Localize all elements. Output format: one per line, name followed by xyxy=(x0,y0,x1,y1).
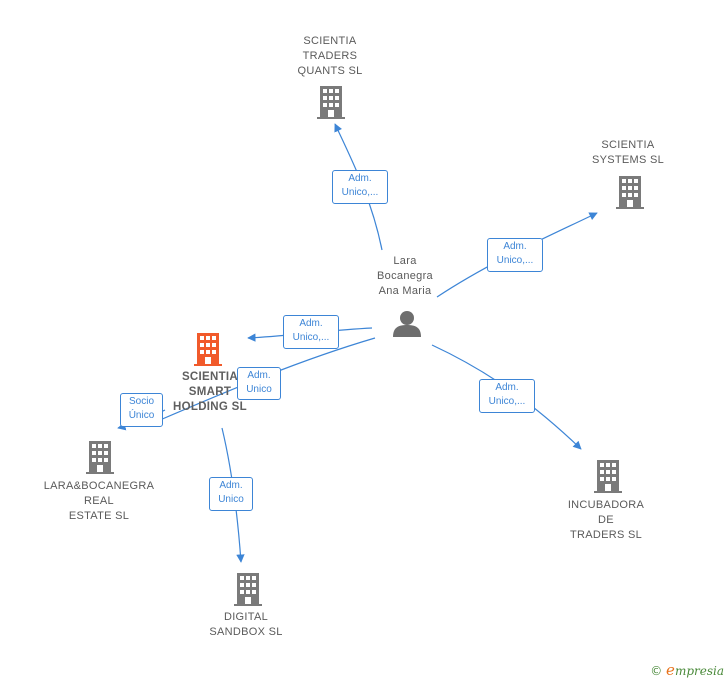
edge-label-to-quants[interactable]: Adm. Unico,... xyxy=(332,170,388,204)
scientia-traders-quants-building-icon[interactable] xyxy=(317,86,345,119)
lara-bocanegra-real-estate-building-icon[interactable] xyxy=(86,441,114,474)
node-label-lara-bocanegra-real-estate[interactable]: LARA&BOCANEGRA REAL ESTATE SL xyxy=(43,480,155,522)
digital-sandbox-building-icon[interactable] xyxy=(234,573,262,606)
brand-logo: © empresia xyxy=(650,661,724,679)
copyright-symbol: © xyxy=(650,664,663,678)
node-label-scientia-systems[interactable]: SCIENTIA SYSTEMS SL xyxy=(591,139,665,166)
node-label-scientia-smart-holding[interactable]: SCIENTIA SMART HOLDING SL xyxy=(173,371,247,413)
edge-label-holding-to-real-estate[interactable]: Adm. Unico xyxy=(237,367,281,400)
brand-name: mpresia xyxy=(674,664,724,678)
node-label-digital-sandbox[interactable]: DIGITAL SANDBOX SL xyxy=(209,611,283,638)
scientia-systems-building-icon[interactable] xyxy=(616,176,644,209)
brand-initial: e xyxy=(666,661,675,679)
edge-label-holding-to-sandbox[interactable]: Adm. Unico xyxy=(209,477,253,511)
incubadora-traders-building-icon[interactable] xyxy=(594,460,622,493)
node-label-scientia-traders-quants[interactable]: SCIENTIA TRADERS QUANTS SL xyxy=(297,35,363,77)
edge-label-to-systems[interactable]: Adm. Unico,... xyxy=(487,238,543,272)
node-label-incubadora-traders[interactable]: INCUBADORA DE TRADERS SL xyxy=(567,499,645,541)
person-icon[interactable] xyxy=(393,311,421,337)
edge-label-socio-unico[interactable]: Socio Único xyxy=(120,393,163,427)
edge-label-to-holding[interactable]: Adm. Unico,... xyxy=(283,315,339,349)
node-label-person[interactable]: Lara Bocanegra Ana Maria xyxy=(377,255,433,297)
edge-label-to-incubadora[interactable]: Adm. Unico,... xyxy=(479,379,535,413)
scientia-smart-holding-building-icon[interactable] xyxy=(194,333,222,366)
